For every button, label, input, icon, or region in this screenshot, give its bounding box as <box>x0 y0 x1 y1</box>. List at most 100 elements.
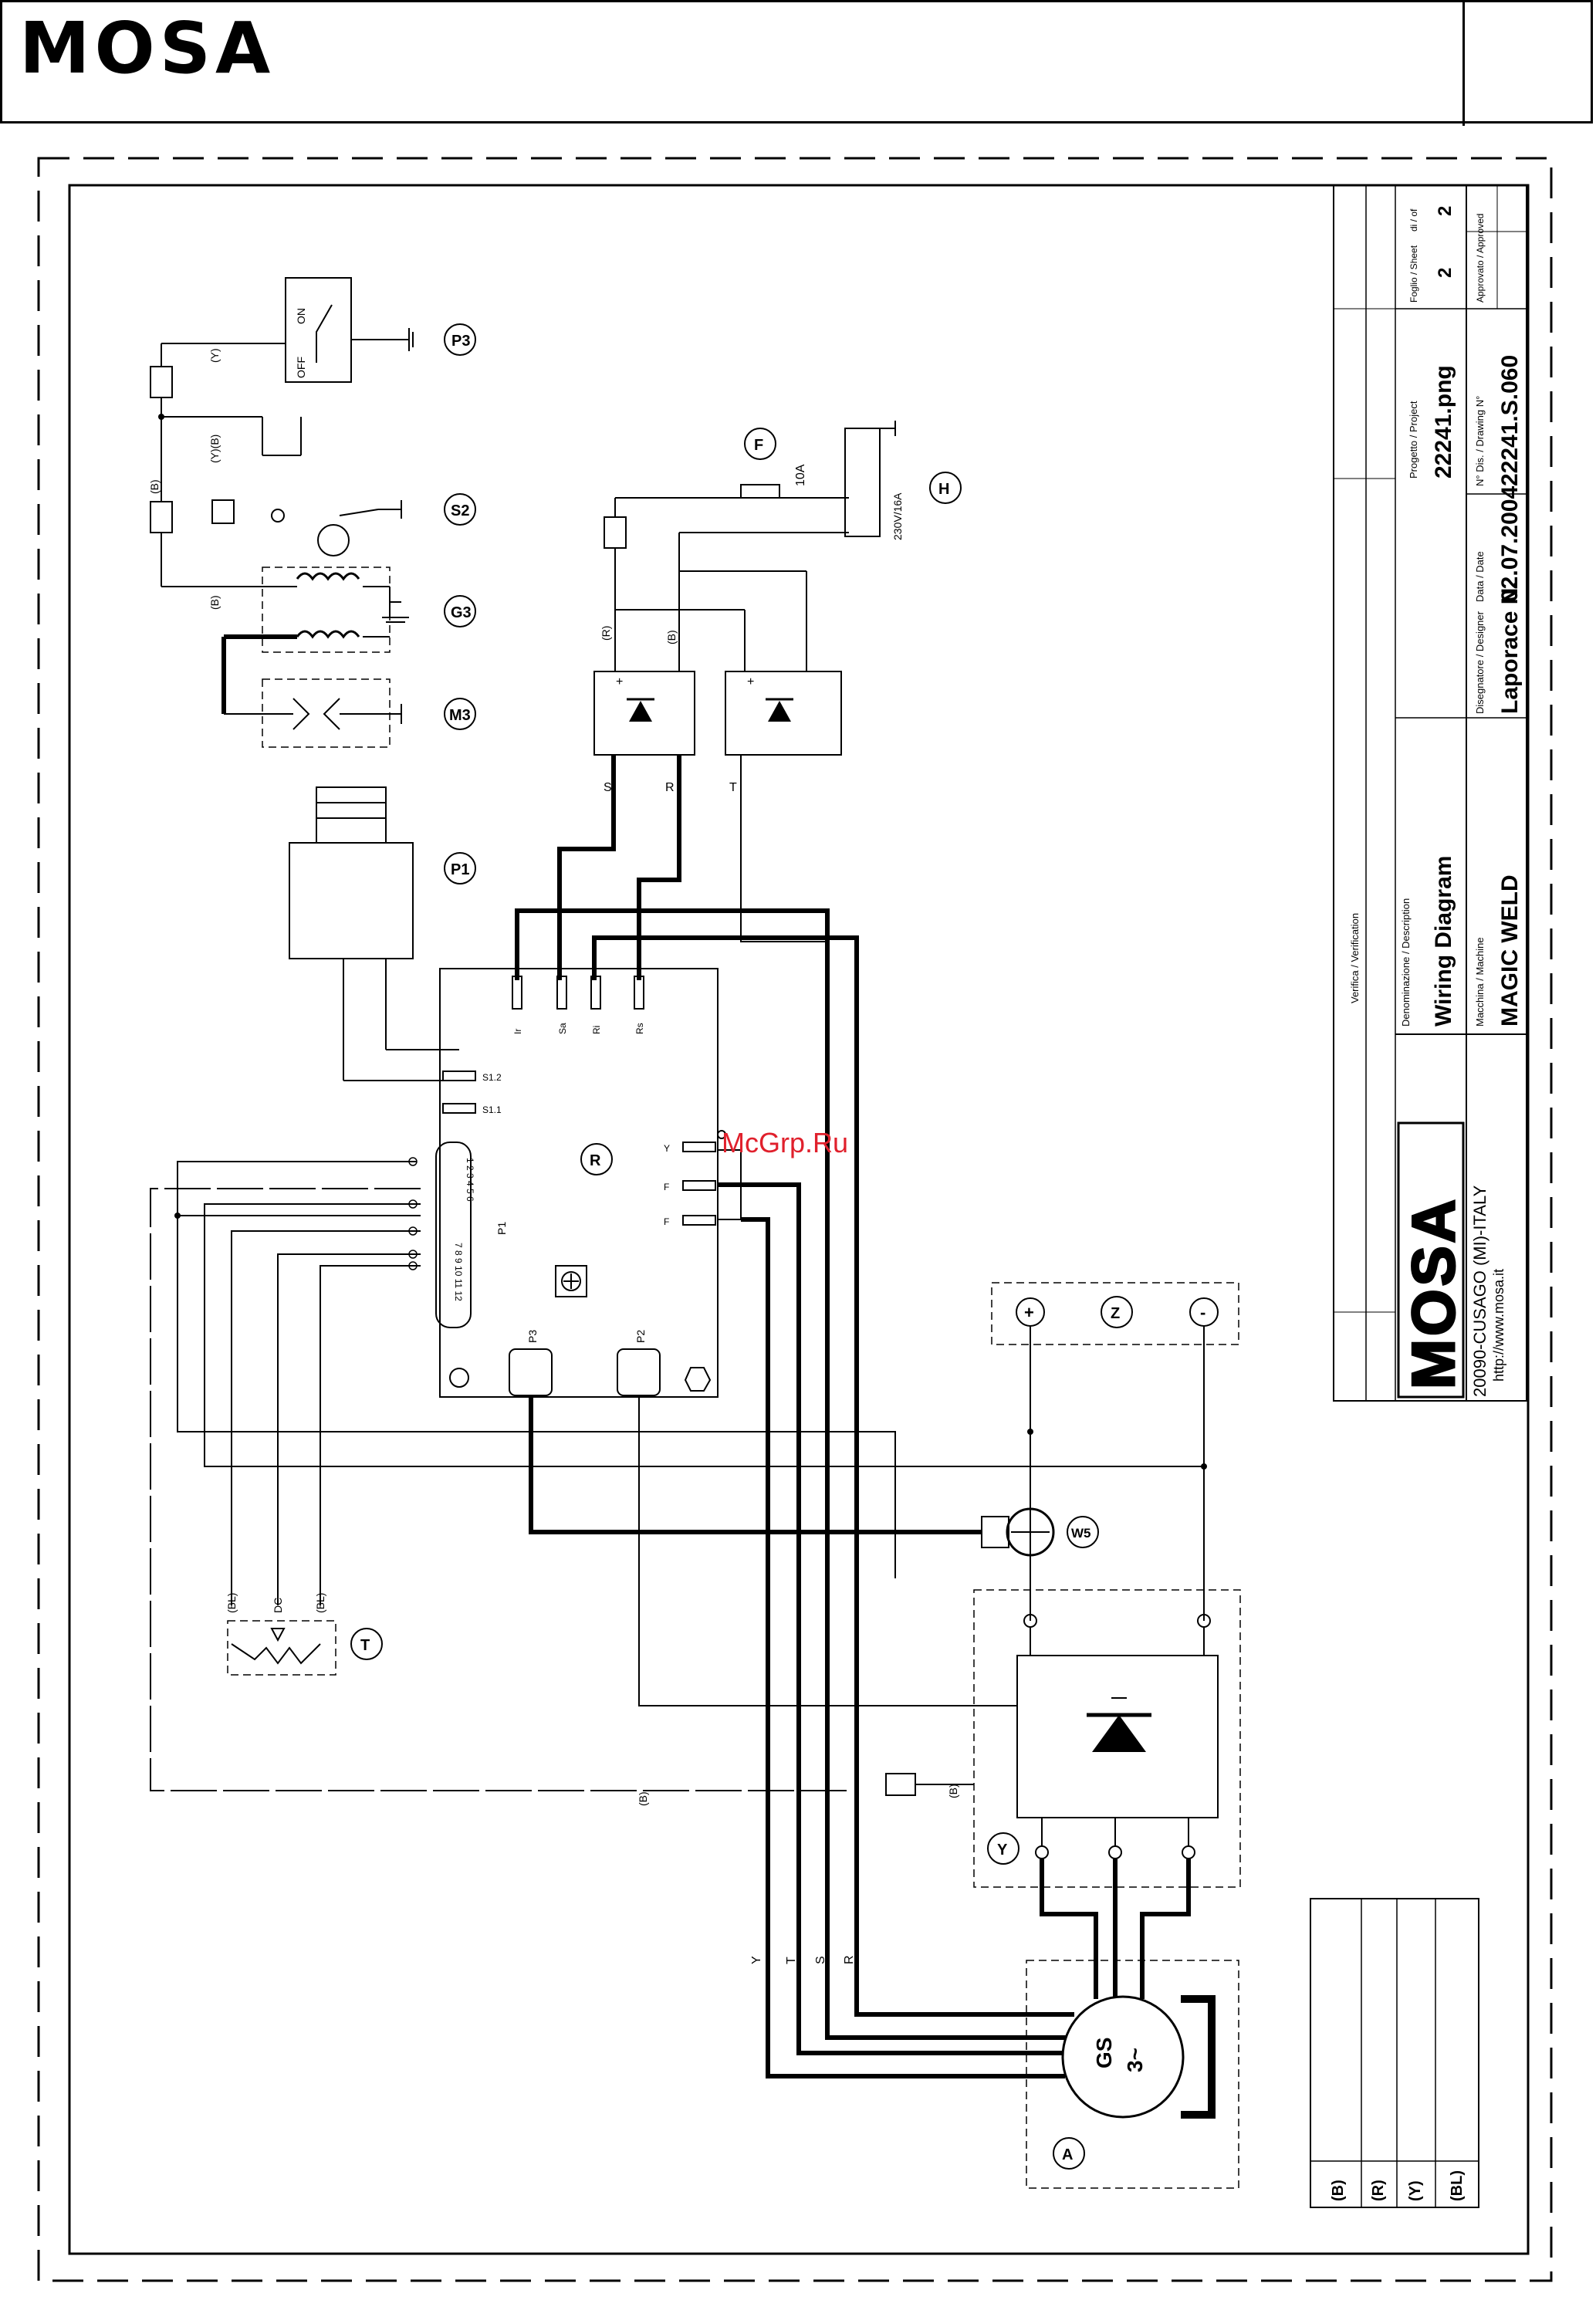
sheet-label: Foglio / Sheet <box>1408 245 1419 303</box>
wire-s: S <box>604 781 612 794</box>
svg-text:+: + <box>747 675 754 688</box>
title-block-logo: MOSA <box>1399 1196 1467 1389</box>
project-value: 22241.png <box>1431 365 1456 479</box>
sensor-s2: S2 <box>150 493 476 587</box>
generator-phase: 3~ <box>1123 2048 1147 2072</box>
generator-label: GS <box>1092 2038 1116 2068</box>
header-divider <box>1462 2 1465 126</box>
terminal-plus: + <box>1024 1303 1034 1322</box>
machine-value: MAGIC WELD <box>1497 874 1523 1027</box>
label-z: Z <box>1111 1305 1120 1322</box>
company-address: 20090-CUSAGO (MI)-ITALY <box>1470 1185 1489 1397</box>
project-label: Progetto / Project <box>1408 401 1419 479</box>
legend-b: (B) <box>1330 2180 1347 2201</box>
term-f2: F <box>664 1216 669 1227</box>
connector-fanout <box>150 1157 1204 1791</box>
machine-label: Macchina / Machine <box>1474 937 1486 1027</box>
wire-t-gen: T <box>785 1957 798 1964</box>
fuse-rating: 10A <box>794 464 807 486</box>
plug-p3: P3 <box>526 1330 539 1343</box>
label-a: A <box>1062 2146 1073 2163</box>
designer-value: Laporace N. <box>1497 581 1523 714</box>
label-w5: W5 <box>1071 1526 1091 1541</box>
wire-b-left: (B) <box>637 1791 649 1806</box>
wire-y-gen: Y <box>750 1956 763 1964</box>
generator-gs: GS 3~ Y T S R A <box>718 1149 1239 2189</box>
connector-m3: M3 <box>221 637 476 748</box>
term-s12: S1.2 <box>482 1072 502 1083</box>
mosa-logo: MOSA <box>19 7 276 90</box>
output-terminals-z: + Z - <box>991 1282 1239 1621</box>
legend-r: (R) <box>1370 2180 1387 2201</box>
wire-s-gen: S <box>814 1956 827 1964</box>
wire-bl: (BL) <box>225 1593 238 1613</box>
wire-b-g3: (B) <box>208 595 221 610</box>
wire-t: T <box>729 781 737 794</box>
fuse-and-socket: 10A 230V/16A F H (R) (B) <box>600 421 962 671</box>
legend-y: (Y) <box>1407 2180 1424 2201</box>
designer-label: Disegnatore / Designer <box>1474 611 1486 714</box>
term-y: Y <box>664 1143 670 1154</box>
sheet-value: 2 <box>1435 268 1456 278</box>
term-f1: F <box>664 1182 669 1192</box>
date-label: Data / Date <box>1474 551 1486 602</box>
label-f: F <box>754 437 763 454</box>
label-s2: S2 <box>451 502 469 519</box>
pins-row1: 1 2 3 4 5 6 <box>465 1158 475 1202</box>
drawing-value: 22241.S.060 <box>1497 355 1523 486</box>
wire-r-rect: (R) <box>600 626 612 641</box>
plug-p2: P2 <box>634 1330 647 1343</box>
svg-text:+: + <box>616 675 623 688</box>
inner-frame <box>68 184 1530 2255</box>
date-value: 02.07.2004 <box>1497 486 1523 602</box>
outer-frame <box>37 157 1553 2282</box>
watermark: McGrp.Ru <box>722 1127 849 1158</box>
label-h: H <box>938 481 949 498</box>
rectifier-to-regulator-wires: S R T <box>515 755 859 1991</box>
wire-b-top: (B) <box>148 479 161 494</box>
wire-r-gen: R <box>843 1955 856 1964</box>
label-g3: G3 <box>451 604 472 621</box>
label-p1: P1 <box>451 861 469 878</box>
switch-wiring: (Y) (Y)(B) (B) <box>148 343 302 502</box>
sheets-label: di / of <box>1408 208 1419 232</box>
page-header: MOSA <box>0 0 1593 126</box>
wire-b-rect: (B) <box>665 630 678 644</box>
wire-y: (Y) <box>208 348 221 363</box>
label-m3: M3 <box>449 707 471 724</box>
terminal-minus: - <box>1200 1303 1205 1322</box>
sensor-t: (BL) DC (BL) T <box>225 1593 383 1676</box>
description-label: Denominazione / Description <box>1400 898 1412 1027</box>
sheets-value: 2 <box>1435 206 1456 216</box>
label-t: T <box>360 1637 370 1654</box>
coil-g3: G3 (B) <box>161 567 476 653</box>
title-block: MOSA 20090-CUSAGO (MI)-ITALY http://www.… <box>1333 184 1527 1402</box>
term-ri: Ri <box>591 1026 602 1034</box>
switch-p3: OFF ON P3 <box>285 277 476 383</box>
actuator-p1: P1 <box>289 786 476 1081</box>
term-rs: Rs <box>634 1023 645 1034</box>
wire-b-main: (B) <box>947 1784 959 1798</box>
company-website: http://www.mosa.it <box>1491 1269 1506 1382</box>
description-value: Wiring Diagram <box>1431 856 1456 1027</box>
legend-bl: (BL) <box>1449 2170 1466 2201</box>
label-y: Y <box>997 1842 1008 1859</box>
socket-rating: 230V/16A <box>891 492 904 540</box>
wire-color-legend: (B) (R) (Y) (BL) <box>1310 1898 1479 2208</box>
drawing-label: N° Dis. / Drawing N° <box>1474 396 1486 486</box>
switch-off-label: OFF <box>295 357 307 378</box>
approved-label: Approvato / Approved <box>1475 214 1486 303</box>
checked-label: Verifica / Verification <box>1349 913 1361 1003</box>
regulator-r: Ir Sa Ri Rs S1.2 S1.1 Y F F R P3 P2 P1 1… <box>435 968 719 1398</box>
pins-row2: 7 8 9 10 11 12 <box>453 1243 464 1301</box>
label-r: R <box>590 1152 601 1169</box>
rectifier-boxes: + + <box>593 671 842 756</box>
connector-p1: P1 <box>495 1222 508 1235</box>
label-p3: P3 <box>451 333 470 350</box>
wire-bu: (BL) <box>314 1593 326 1613</box>
wire-yb: (Y)(B) <box>208 435 221 463</box>
main-rectifier-y: (B) (B) Y <box>637 1397 1241 1888</box>
shunt-w5: W5 <box>529 1397 1099 1557</box>
wire-dc: DC <box>272 1598 284 1613</box>
